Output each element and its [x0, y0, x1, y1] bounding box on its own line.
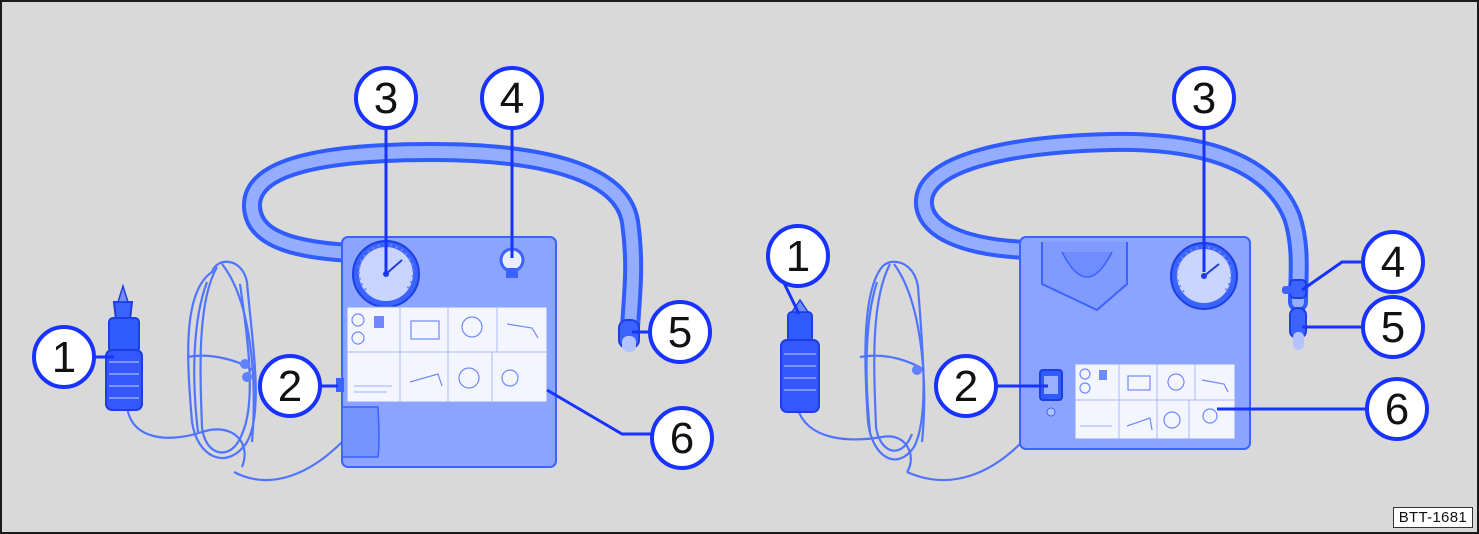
callout-right-4: 4: [1361, 230, 1425, 294]
callouts-left: 1 2 3 4 5 6: [32, 66, 714, 470]
left-power-cable: [125, 260, 343, 482]
callout-right-3-label: 3: [1192, 74, 1216, 123]
right-power-cable: [795, 260, 1023, 482]
left-air-hose: [242, 142, 644, 352]
callout-right-5-label: 5: [1381, 303, 1405, 352]
callout-left-2: 2: [258, 354, 322, 418]
callout-right-6: 6: [1365, 377, 1429, 441]
callout-left-2-label: 2: [278, 362, 302, 411]
leader-lines: [94, 128, 1367, 436]
figure-reference-code: BTT-1681: [1392, 507, 1473, 528]
left-12v-plug: [105, 283, 143, 411]
right-air-hose: [914, 131, 1309, 350]
callout-right-2-label: 2: [954, 362, 978, 411]
callout-left-4-label: 4: [500, 74, 524, 123]
right-compressor: [780, 131, 1309, 482]
callout-right-2: 2: [934, 354, 998, 418]
left-compressor: [105, 142, 644, 482]
right-12v-plug: [780, 298, 820, 413]
callout-left-3: 3: [354, 66, 418, 130]
callout-right-5: 5: [1361, 295, 1425, 359]
callout-left-3-label: 3: [374, 74, 398, 123]
callout-left-5: 5: [648, 300, 712, 364]
callout-left-1: 1: [32, 325, 96, 389]
callout-right-1: 1: [766, 224, 830, 288]
callout-left-5-label: 5: [668, 308, 692, 357]
right-instruction-label: [1074, 363, 1236, 440]
callout-left-1-label: 1: [52, 333, 76, 382]
left-instruction-label: [346, 306, 548, 403]
callout-left-6-label: 6: [670, 414, 694, 463]
callouts-right: 1 2 3 4 5 6: [766, 66, 1429, 441]
callout-left-6: 6: [650, 406, 714, 470]
callout-left-4: 4: [480, 66, 544, 130]
callout-right-4-label: 4: [1381, 238, 1405, 287]
callout-right-6-label: 6: [1385, 385, 1409, 434]
callout-right-1-label: 1: [786, 232, 810, 281]
callout-right-3: 3: [1172, 66, 1236, 130]
